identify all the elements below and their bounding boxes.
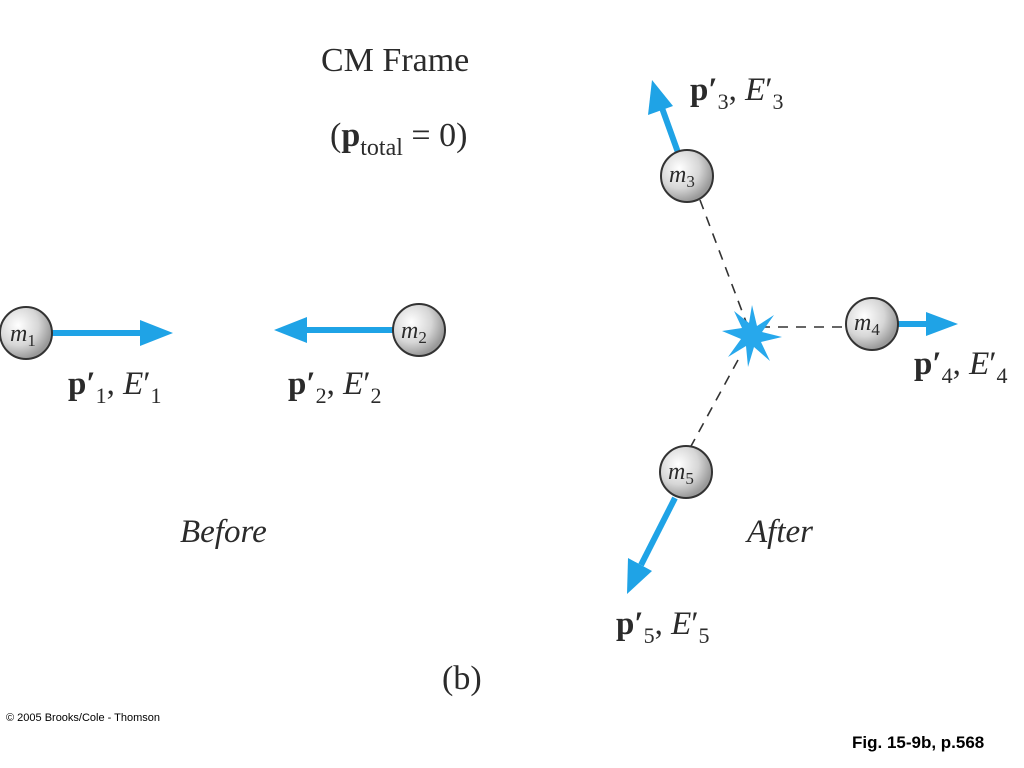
copyright: © 2005 Brooks/Cole - Thomson — [6, 712, 161, 724]
arrow-p1 — [50, 320, 173, 346]
arrow-p3 — [648, 80, 683, 160]
frame-title: CM Frame — [321, 42, 470, 79]
arrow-p4 — [898, 312, 958, 336]
dashed-line-m3 — [699, 199, 749, 328]
label-p4: p′4, E′4 — [914, 346, 1008, 388]
mass-m2: m2 — [392, 303, 446, 357]
mass-m3: m3 — [660, 149, 714, 203]
label-p3: p′3, E′3 — [690, 72, 784, 114]
label-p1: p′1, E′1 — [68, 366, 162, 408]
svg-text:m2: m2 — [401, 318, 427, 347]
mass-m4: m4 — [845, 297, 899, 351]
mass-m1: m1 — [0, 306, 53, 360]
label-p5: p′5, E′5 — [616, 606, 710, 648]
svg-text:m3: m3 — [669, 162, 695, 191]
svg-text:m5: m5 — [668, 459, 694, 488]
arrow-p2 — [274, 317, 395, 343]
dashed-line-m5 — [689, 359, 739, 449]
total-momentum-label: (ptotal = 0) — [330, 117, 468, 161]
label-p2: p′2, E′2 — [288, 366, 382, 408]
svg-text:m1: m1 — [10, 321, 36, 350]
svg-text:m4: m4 — [854, 310, 880, 339]
collision-burst-icon — [722, 305, 782, 367]
mass-m5: m5 — [659, 445, 713, 499]
caption-after: After — [747, 514, 813, 550]
arrow-p5 — [627, 496, 678, 594]
panel-label: (b) — [442, 660, 482, 697]
caption-before: Before — [180, 514, 267, 550]
figure-reference: Fig. 15-9b, p.568 — [852, 733, 985, 752]
